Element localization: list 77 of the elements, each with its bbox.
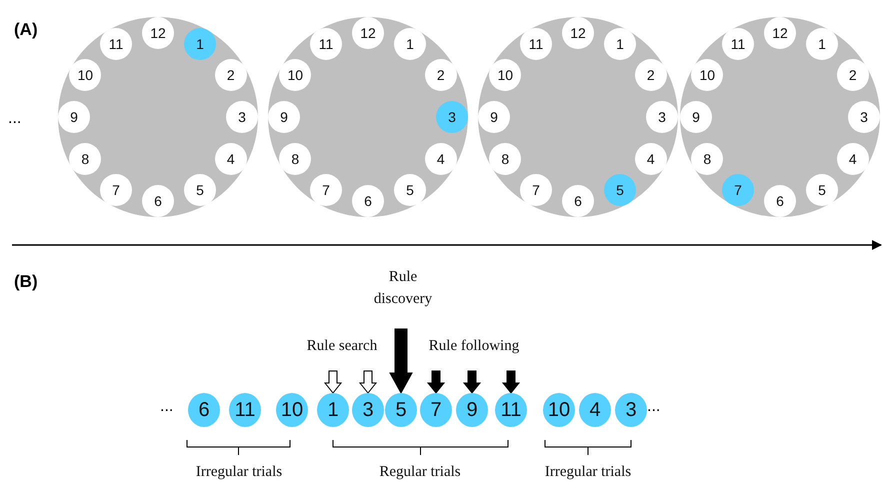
number-circle: 5 — [394, 174, 426, 206]
number-circle: 10 — [489, 59, 522, 91]
number-circle: 6 — [142, 185, 174, 217]
number-circle: 11 — [310, 28, 342, 60]
number-circle: 2 — [836, 59, 869, 91]
number-circle: 2 — [424, 59, 457, 91]
trial-circle: 10 — [543, 393, 575, 427]
number-circle: 1 — [806, 28, 838, 60]
number-circle: 9 — [58, 101, 90, 133]
number-circle: 8 — [489, 143, 522, 175]
number-circle: 1 — [394, 28, 426, 60]
number-circle: 4 — [634, 143, 667, 175]
number-circle: 6 — [352, 185, 384, 217]
number-circle: 7 — [310, 174, 342, 206]
number-circle: 7 — [722, 174, 754, 206]
number-circle: 8 — [691, 143, 724, 175]
bracket-label: Irregular trials — [196, 464, 282, 481]
number-circle: 11 — [520, 28, 552, 60]
trial-circle: 10 — [276, 393, 308, 427]
number-circle: 1 — [604, 28, 636, 60]
number-circle: 8 — [69, 143, 102, 175]
number-circle: 10 — [69, 59, 102, 91]
number-circle: 8 — [279, 143, 312, 175]
trial-circle: 5 — [385, 393, 417, 427]
trial-circle: 4 — [579, 393, 611, 427]
number-circle: 2 — [634, 59, 667, 91]
number-circle: 4 — [836, 143, 869, 175]
ellipsis: ... — [647, 398, 660, 416]
number-circle: 12 — [562, 17, 594, 49]
number-circle: 11 — [100, 28, 132, 60]
number-circle: 6 — [562, 185, 594, 217]
arrow — [502, 370, 520, 394]
arrow — [462, 370, 482, 394]
number-circle: 7 — [520, 174, 552, 206]
number-circle: 12 — [142, 17, 174, 49]
number-circle: 7 — [100, 174, 132, 206]
trial-circle: 3 — [352, 393, 384, 427]
trial-circle: 11 — [229, 393, 261, 427]
arrow — [324, 370, 342, 394]
number-circle: 5 — [184, 174, 216, 206]
ellipsis: ... — [160, 398, 174, 416]
trial-circle: 11 — [495, 393, 527, 427]
number-circle: 4 — [214, 143, 247, 175]
number-circle: 10 — [279, 59, 312, 91]
arrow — [426, 370, 446, 394]
number-circle: 1 — [184, 28, 216, 60]
arrow — [358, 370, 378, 394]
ellipsis: ... — [8, 110, 22, 128]
number-circle: 5 — [604, 174, 636, 206]
trial-circle: 1 — [317, 393, 349, 427]
number-circle: 10 — [691, 59, 724, 91]
number-circle: 3 — [646, 101, 678, 133]
trial-circle: 9 — [456, 393, 488, 427]
arrow — [389, 328, 413, 394]
number-circle: 4 — [424, 143, 457, 175]
panel-label: (A) — [14, 20, 38, 40]
panel-label: (B) — [14, 272, 38, 292]
trial-circle: 6 — [188, 393, 220, 427]
number-circle: 5 — [806, 174, 838, 206]
number-circle: 12 — [352, 17, 384, 49]
annotation-text: Rule discovery — [372, 268, 434, 309]
annotation-text: Rule search — [306, 338, 378, 355]
number-circle: 6 — [764, 185, 796, 217]
trial-circle: 7 — [420, 393, 452, 427]
annotation-text: Rule following — [428, 338, 520, 355]
number-circle: 3 — [848, 101, 880, 133]
number-circle: 3 — [436, 101, 468, 133]
bracket-label: Regular trials — [379, 464, 461, 481]
number-circle: 3 — [226, 101, 258, 133]
number-circle: 9 — [478, 101, 510, 133]
number-circle: 2 — [214, 59, 247, 91]
number-circle: 11 — [722, 28, 754, 60]
number-circle: 12 — [764, 17, 796, 49]
number-circle: 9 — [680, 101, 712, 133]
trial-circle: 3 — [615, 393, 647, 427]
number-circle: 9 — [268, 101, 300, 133]
bracket-label: Irregular trials — [544, 464, 632, 481]
